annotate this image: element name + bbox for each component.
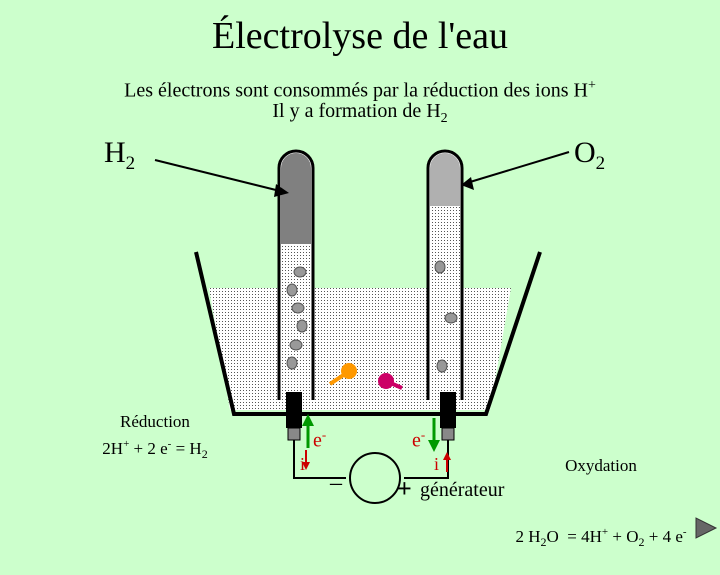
current-arrow-left — [302, 450, 310, 470]
beaker — [194, 251, 542, 416]
electron-arrow-right — [428, 418, 440, 452]
water — [209, 288, 511, 410]
electron-label-left: e- — [313, 427, 327, 452]
generator-symbol — [349, 452, 401, 504]
minus-terminal: – — [330, 470, 342, 496]
subtitle-line-1: Les électrons sont consommés par la rédu… — [124, 78, 596, 102]
label-h2: H2 — [104, 136, 136, 174]
gas-bubbles — [286, 260, 458, 373]
wire — [293, 440, 346, 479]
electron-arrow-left — [302, 414, 314, 448]
current-label-right: i — [434, 454, 440, 474]
plus-terminal: + — [397, 474, 412, 503]
oxydation-equation: 2 H2O = 4H+ + O2 + 4 e- — [515, 526, 687, 549]
current-label-left: i — [300, 454, 306, 474]
play-next-icon[interactable] — [695, 517, 718, 539]
ion-h — [328, 363, 357, 386]
label-o2: O2 — [574, 136, 606, 174]
generator-label: générateur — [420, 479, 505, 501]
reduction-block: Réduction 2H+ + 2 e- = H2 — [70, 411, 240, 465]
ion-oh — [378, 373, 403, 390]
tube-o2 — [426, 149, 464, 400]
reduction-heading: Réduction — [120, 412, 190, 431]
reduction-equation: 2H+ + 2 e- = H2 — [102, 438, 208, 461]
electrolysis-diagram — [154, 149, 718, 539]
tube-h2 — [277, 149, 315, 400]
electron-label-right: e- — [412, 427, 426, 452]
oxydation-heading: Oxydation — [565, 456, 637, 475]
h2-pointer-arrow — [154, 159, 289, 197]
cathode — [286, 392, 302, 428]
current-arrow-right — [443, 452, 451, 472]
subtitle-line-2: Il y a formation de H2 — [272, 100, 448, 126]
anode — [440, 392, 456, 428]
page-title: Électrolyse de l'eau — [212, 15, 508, 57]
oxydation-block: Oxydation 2 H2O = 4H+ + O2 + 4 e- — [490, 411, 712, 575]
o2-pointer-arrow — [461, 151, 570, 190]
